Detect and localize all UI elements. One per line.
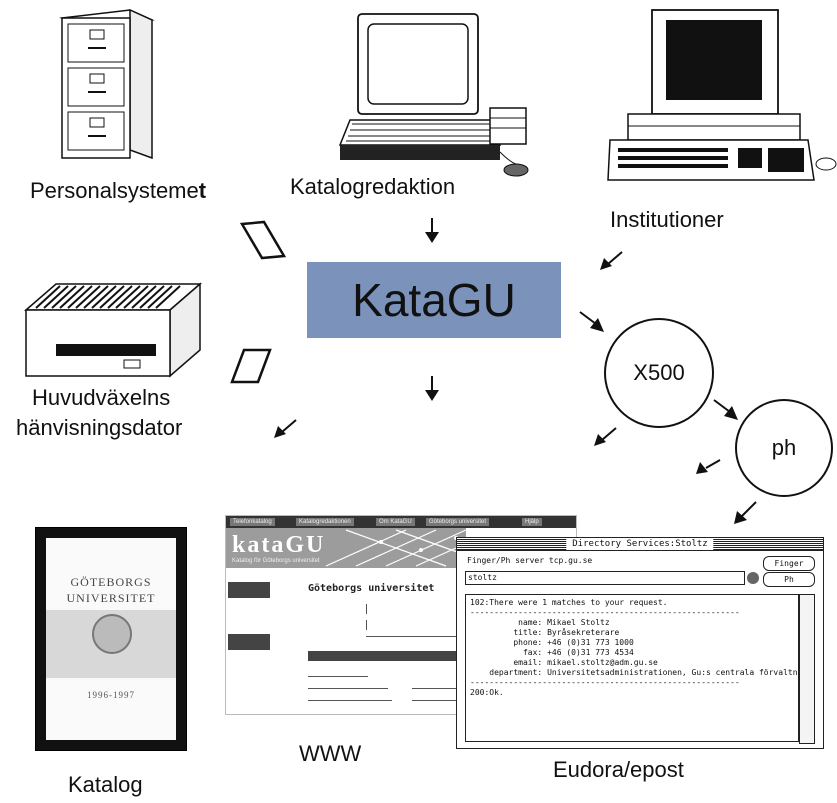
- catalog-booklet: GÖTEBORGS UNIVERSITET 1996-1997: [36, 528, 186, 750]
- arrow-down-left-icon: [594, 427, 617, 446]
- label-hanvisningsdator: hänvisningsdator: [16, 415, 183, 440]
- katagu-center-box: KataGU: [307, 262, 561, 338]
- eudora-result-pane: 102:There were 1 matches to your request…: [465, 594, 812, 742]
- www-tagline: Katalog för Göteborgs universitet: [232, 558, 320, 564]
- gear-icon: [747, 572, 759, 584]
- result-line: department: Universitetsadministrationen…: [470, 668, 812, 677]
- www-logo: kataGU: [232, 532, 326, 558]
- booklet-line2: UNIVERSITET: [66, 591, 156, 605]
- booklet-title: GÖTEBORGS UNIVERSITET: [46, 574, 176, 606]
- www-tabs: [308, 651, 576, 661]
- ph-node: ph: [735, 399, 833, 497]
- www-field: [366, 620, 367, 630]
- arrow-down-left-icon: [734, 501, 757, 524]
- arrow-down-left-icon: [600, 251, 623, 270]
- result-line: fax: +46 (0)31 773 4534: [470, 648, 634, 657]
- arrow-down-left-icon: [274, 419, 297, 438]
- result-line: name: Mikael Stoltz: [470, 618, 610, 627]
- www-text-line: [308, 700, 392, 701]
- desktop-computer-icon: [338, 13, 529, 177]
- www-heading: Göteborgs universitet: [308, 583, 435, 594]
- arrow-left-icon: [696, 459, 721, 474]
- label-www: WWW: [299, 741, 362, 766]
- eudora-server-prompt: Finger/Ph server tcp.gu.se: [467, 556, 593, 565]
- eudora-title: Directory Services:Stoltz: [566, 538, 714, 550]
- www-nav-tab: Göteborgs universitet: [426, 518, 490, 526]
- x500-node: X500: [604, 318, 714, 428]
- label-eudora: Eudora/epost: [553, 757, 684, 782]
- arrow-down-right-icon: [579, 311, 604, 332]
- connector-huvudvaxel-icon: [230, 348, 272, 384]
- www-text-line: [308, 688, 388, 689]
- label-institutioner: Institutioner: [610, 207, 724, 232]
- eudora-titlebar: Directory Services:Stoltz: [457, 538, 823, 551]
- eudora-directory-window: Directory Services:Stoltz Finger/Ph serv…: [456, 537, 824, 749]
- www-field: [366, 604, 367, 614]
- filing-cabinet-icon: [59, 8, 155, 160]
- booklet-years: 1996-1997: [87, 690, 135, 700]
- eudora-scrollbar[interactable]: [799, 594, 815, 744]
- result-line: 102:There were 1 matches to your request…: [470, 598, 668, 607]
- result-line: ----------------------------------------…: [470, 608, 740, 617]
- server-box-icon: [23, 282, 203, 378]
- label-personalsystemet-text: Personalsysteme: [30, 178, 199, 203]
- result-line: title: Byråsekreterare: [470, 628, 620, 637]
- www-text-line: [412, 688, 482, 689]
- www-side-block: [228, 634, 270, 650]
- arrow-down-icon: [425, 376, 439, 401]
- www-side-block: [228, 582, 270, 598]
- www-nav-tab: Hjälp: [522, 518, 542, 526]
- booklet-cover: GÖTEBORGS UNIVERSITET 1996-1997: [46, 538, 176, 740]
- booklet-line1: GÖTEBORGS: [70, 575, 152, 589]
- result-line: 200:Ok.: [470, 688, 504, 697]
- arrow-down-icon: [425, 218, 439, 243]
- macintosh-computer-icon: [607, 9, 837, 181]
- www-nav-tab: Katalogredaktionen: [296, 518, 354, 526]
- www-nav: Telefonkatalog Katalogredaktionen Om Kat…: [226, 516, 576, 528]
- arrow-down-right-icon: [713, 399, 738, 420]
- label-personalsystemet: Personalsystemet: [30, 178, 206, 204]
- www-text-line: [412, 700, 472, 701]
- www-nav-tab: Telefonkatalog: [230, 518, 275, 526]
- result-line: phone: +46 (0)31 773 1000: [470, 638, 634, 647]
- label-personalsystemet-bold: t: [198, 178, 207, 203]
- university-seal-icon: [92, 614, 132, 654]
- finger-button[interactable]: Finger: [763, 556, 815, 571]
- ph-button[interactable]: Ph: [763, 572, 815, 587]
- result-line: ----------------------------------------…: [470, 678, 740, 687]
- label-katalog: Katalog: [68, 772, 143, 797]
- www-nav-tab: Om KataGU: [376, 518, 415, 526]
- label-huvudvaxelns: Huvudväxelns: [32, 385, 171, 410]
- eudora-query-input[interactable]: stoltz: [465, 571, 745, 585]
- label-katalogredaktion: Katalogredaktion: [290, 174, 456, 199]
- www-text-line: [308, 676, 368, 677]
- result-line: email: mikael.stoltz@adm.gu.se: [470, 658, 658, 667]
- connector-personal-icon: [239, 220, 287, 260]
